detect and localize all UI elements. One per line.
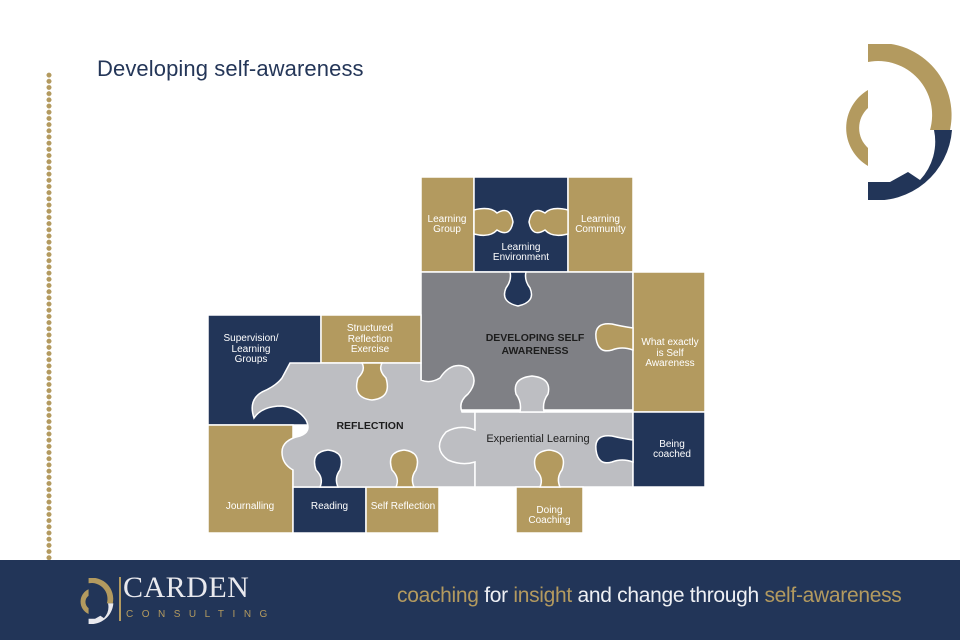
label-reflection: REFLECTION bbox=[336, 419, 404, 432]
label-reading: Reading bbox=[310, 500, 349, 512]
tagline-and-change: and change through bbox=[571, 584, 765, 607]
tagline-coaching: coaching bbox=[397, 584, 479, 607]
label-structured-reflection: Structured Reflection Exercise bbox=[346, 323, 394, 356]
dotted-divider bbox=[45, 72, 53, 604]
label-supervision: Supervision/ Learning Groups bbox=[223, 333, 279, 366]
carden-footer-logo-icon bbox=[80, 578, 114, 624]
brand-divider bbox=[119, 577, 121, 621]
label-learning-environment: Learning Environment bbox=[492, 241, 550, 263]
label-what-is-self-awareness: What exactly is Self Awareness bbox=[641, 337, 699, 370]
label-journalling: Journalling bbox=[225, 500, 275, 512]
piece-doing-coaching bbox=[515, 486, 584, 534]
piece-being-coached bbox=[632, 411, 706, 488]
label-doing-coaching: Doing Coaching bbox=[528, 504, 571, 526]
label-learning-community: Learning Community bbox=[575, 213, 626, 235]
piece-reading bbox=[292, 486, 367, 534]
label-learning-group: Learning Group bbox=[427, 213, 467, 235]
brand-subtitle: CONSULTING bbox=[126, 609, 276, 620]
piece-journalling bbox=[207, 424, 294, 534]
footer-banner bbox=[0, 560, 960, 640]
piece-structured-reflection bbox=[320, 314, 422, 364]
piece-self-reflection bbox=[365, 486, 440, 534]
tagline-for: for bbox=[478, 584, 514, 607]
tagline: coaching for insight and change through … bbox=[397, 584, 902, 608]
label-experiential-learning: Experiential Learning bbox=[486, 432, 590, 445]
carden-logo-icon bbox=[846, 44, 952, 200]
tagline-insight: insight bbox=[513, 584, 572, 607]
label-self-reflection: Self Reflection bbox=[370, 500, 436, 512]
label-being-coached: Being coached bbox=[653, 438, 691, 460]
tagline-self-awareness: self-awareness bbox=[764, 584, 902, 607]
piece-learning-group bbox=[420, 176, 475, 273]
brand-name: CARDEN bbox=[123, 571, 250, 604]
label-developing-self-awareness: DEVELOPING SELF AWARENESS bbox=[485, 332, 585, 357]
slide-title: Developing self-awareness bbox=[97, 56, 364, 81]
